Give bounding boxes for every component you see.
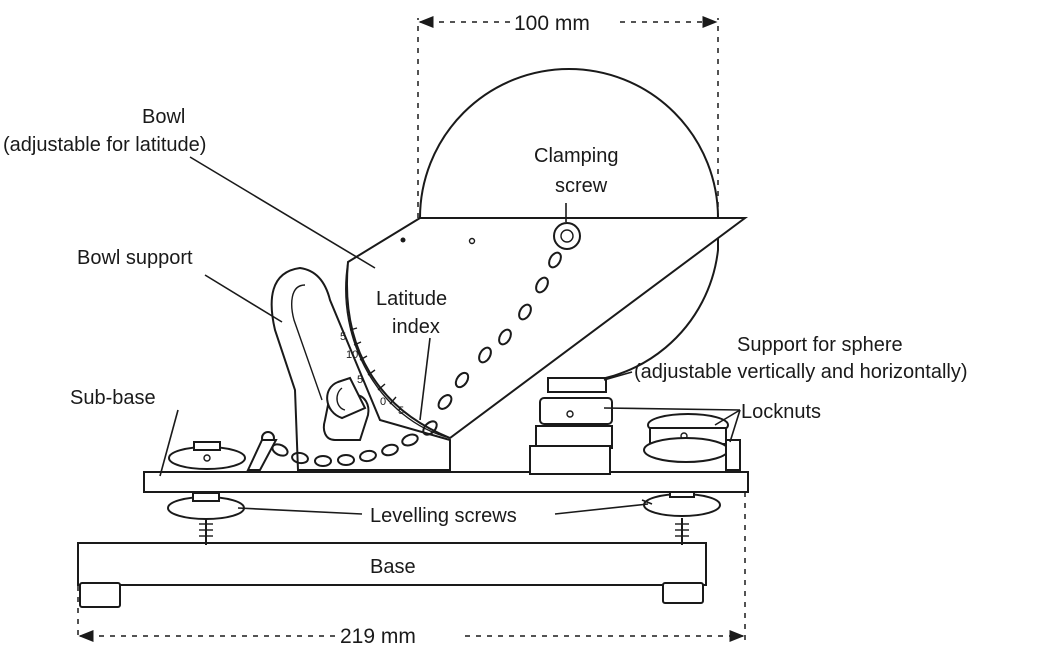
bottom-dimension-label: 219 mm xyxy=(340,625,416,648)
levelling-screw-left xyxy=(167,492,245,545)
levelling-screw-right xyxy=(643,488,721,545)
locknut-assembly xyxy=(643,413,741,471)
sub-base-label: Sub-base xyxy=(70,387,156,409)
scale-mark: 5 xyxy=(340,331,346,343)
bowl xyxy=(345,217,749,440)
sub-base xyxy=(143,471,749,493)
latitude-index-label: Latitude xyxy=(376,288,447,310)
sphere-support-label-sub: (adjustable vertically and horizontally) xyxy=(634,361,968,383)
scale-mark: 10 xyxy=(346,349,358,361)
dimension-bottom xyxy=(77,492,746,642)
top-dimension-label: 100 mm xyxy=(514,12,590,35)
scale-mark: 0 xyxy=(380,396,386,408)
clamping-screw-label-sub: screw xyxy=(555,175,608,197)
bowl-label: Bowl xyxy=(142,106,185,128)
leader-lines xyxy=(159,156,741,515)
scale-mark: 5 xyxy=(398,405,404,417)
dimension-top xyxy=(417,16,719,218)
base xyxy=(77,542,707,608)
latitude-index xyxy=(326,376,367,420)
base-label: Base xyxy=(370,556,416,578)
chain xyxy=(246,251,562,471)
bowl-support-label: Bowl support xyxy=(77,247,193,269)
levelling-screws-label: Levelling screws xyxy=(370,505,517,527)
latitude-scale: 5 10 5 0 5 xyxy=(340,327,404,417)
clamping-screw xyxy=(553,222,581,250)
bowl-label-sub: (adjustable for latitude) xyxy=(3,134,206,156)
locknuts-label: Locknuts xyxy=(741,401,821,423)
sphere-support xyxy=(529,377,613,475)
latitude-index-label-sub: index xyxy=(392,316,440,338)
sphere-support-label: Support for sphere xyxy=(737,334,903,356)
scale-mark: 5 xyxy=(357,374,363,386)
sub-base-nut-left xyxy=(168,441,246,470)
labels: Bowl (adjustable for latitude) Clamping … xyxy=(3,106,968,578)
clamping-screw-label: Clamping xyxy=(534,145,618,167)
